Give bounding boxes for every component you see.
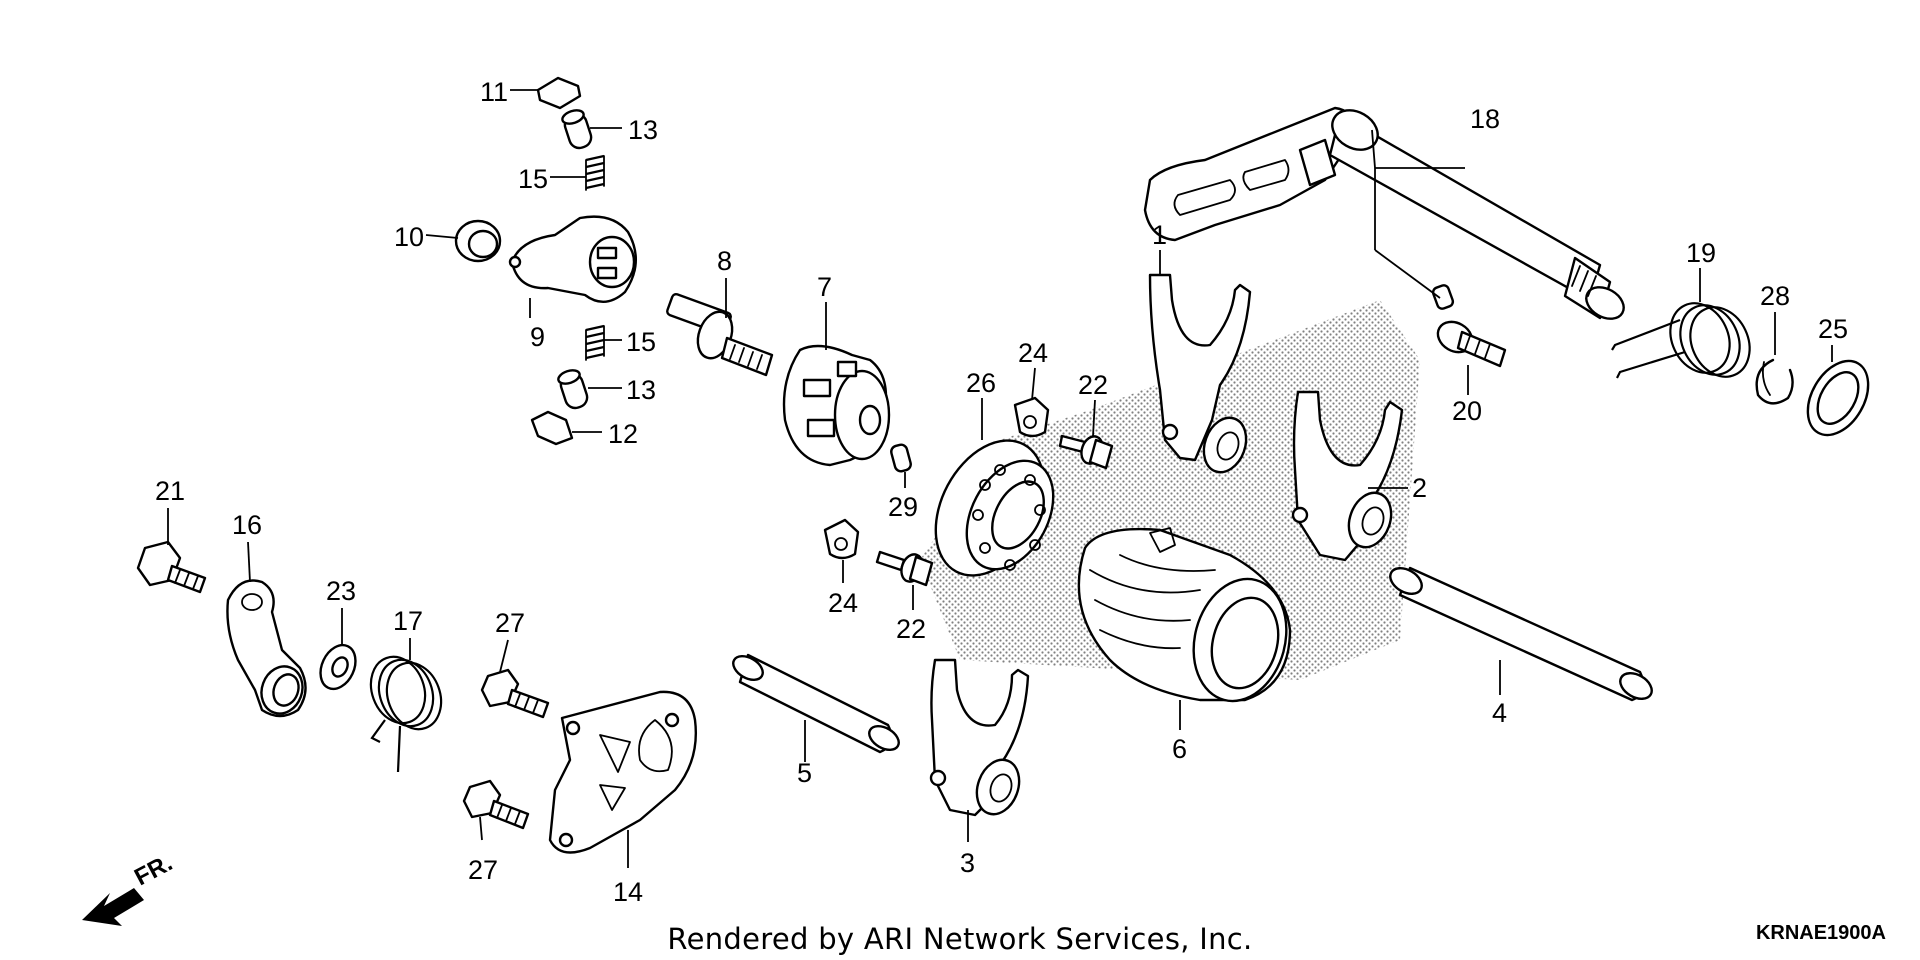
callout-19: 19 <box>1686 238 1716 268</box>
part-2-shift-fork[interactable] <box>1291 390 1404 562</box>
part-27-lower-bolt[interactable] <box>462 779 530 830</box>
callout-6: 6 <box>1172 734 1187 764</box>
callout-15: 15 <box>518 164 548 194</box>
leader-lines <box>167 89 1833 868</box>
callout-16: 16 <box>232 510 262 540</box>
part-24-upper-lock-plate[interactable] <box>1013 396 1050 438</box>
callout-17: 17 <box>393 606 423 636</box>
part-16-drum-shifter-arm[interactable] <box>226 579 309 719</box>
part-17-return-spring[interactable] <box>362 649 450 773</box>
callout-20: 20 <box>1452 396 1482 426</box>
part-1-shift-fork[interactable] <box>1148 273 1253 478</box>
part-27-upper-bolt[interactable] <box>480 668 550 719</box>
part-4-fork-shaft[interactable] <box>1386 563 1656 704</box>
callout-27: 27 <box>495 608 525 638</box>
callout-23: 23 <box>326 576 356 606</box>
callout-24: 24 <box>1018 338 1048 368</box>
callout-27: 27 <box>468 855 498 885</box>
part-15-upper-spring[interactable] <box>585 154 605 191</box>
part-23-washer[interactable] <box>314 639 362 694</box>
callout-numbers: 11 13 15 10 9 15 13 12 8 7 21 16 23 17 2… <box>155 77 1848 907</box>
callout-29: 29 <box>888 492 918 522</box>
callout-7: 7 <box>817 272 832 302</box>
part-14-guide-plate[interactable] <box>548 690 697 854</box>
callout-13: 13 <box>628 115 658 145</box>
part-3-shift-fork[interactable] <box>929 658 1030 820</box>
part-9-stopper-arm[interactable] <box>508 215 638 303</box>
part-13-lower-pin[interactable] <box>557 368 590 411</box>
callout-28: 28 <box>1760 281 1790 311</box>
part-22-upper-bolt[interactable] <box>1058 433 1114 470</box>
part-21-bolt[interactable] <box>136 540 207 594</box>
part-6-gearshift-drum[interactable] <box>1077 527 1300 712</box>
callout-9: 9 <box>530 322 545 352</box>
part-26-bearing[interactable] <box>914 422 1071 594</box>
callout-15: 15 <box>626 327 656 357</box>
callout-3: 3 <box>960 848 975 878</box>
part-18-gearshift-spindle[interactable] <box>1143 102 1629 325</box>
part-13-upper-pin[interactable] <box>561 108 594 151</box>
callout-22: 22 <box>1078 370 1108 400</box>
front-arrow-icon <box>82 888 144 926</box>
part-8-bolt[interactable] <box>666 292 774 377</box>
part-28-circlip[interactable] <box>1755 358 1794 405</box>
callout-4: 4 <box>1492 698 1507 728</box>
callout-18: 18 <box>1470 104 1500 134</box>
part-10-collar[interactable] <box>454 219 502 263</box>
callout-2: 2 <box>1412 473 1427 503</box>
part-22-lower-bolt[interactable] <box>875 550 934 587</box>
callout-22: 22 <box>896 614 926 644</box>
diagram-code: KRNAE1900A <box>1755 922 1886 944</box>
callout-1: 1 <box>1152 220 1167 250</box>
part-25-oil-seal[interactable] <box>1795 350 1880 445</box>
part-11-stopper-plate[interactable] <box>536 76 582 110</box>
callout-25: 25 <box>1818 314 1848 344</box>
part-15-lower-spring[interactable] <box>585 324 605 361</box>
front-label: FR. <box>130 849 177 891</box>
callout-24: 24 <box>828 588 858 618</box>
callout-14: 14 <box>613 877 643 907</box>
callout-26: 26 <box>966 368 996 398</box>
front-direction-arrow: FR. <box>82 849 177 926</box>
part-29-dowel-pin[interactable] <box>890 443 912 473</box>
callout-11: 11 <box>480 77 508 107</box>
stipple-watermark <box>920 300 1420 680</box>
callout-8: 8 <box>717 246 732 276</box>
part-12-stopper-plate[interactable] <box>530 410 574 446</box>
callout-12: 12 <box>608 419 638 449</box>
callout-13: 13 <box>626 375 656 405</box>
footer-credit: Rendered by ARI Network Services, Inc. <box>667 922 1253 956</box>
part-24-lower-lock-plate[interactable] <box>823 518 860 560</box>
callout-21: 21 <box>155 476 185 506</box>
part-20-pin-bolt[interactable] <box>1431 284 1507 368</box>
part-5-fork-shaft[interactable] <box>729 651 903 754</box>
callout-10: 10 <box>394 222 424 252</box>
callout-5: 5 <box>797 758 812 788</box>
part-7-drum-center[interactable] <box>782 344 891 467</box>
part-19-return-spring[interactable] <box>1611 294 1761 387</box>
